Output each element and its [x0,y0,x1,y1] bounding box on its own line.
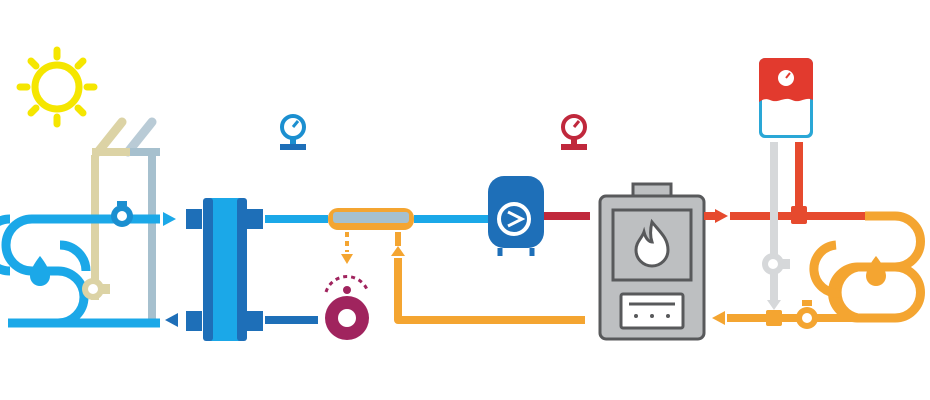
arrow-up [391,246,405,256]
gauge-icon [280,114,306,150]
hydraulic-separator [328,208,414,230]
solar-collector-icon [92,117,160,157]
pump-icon [762,253,790,275]
cold-water-coil [0,214,160,328]
hot-water-coil [809,211,925,323]
gauge-icon [561,114,587,150]
arrow-from-exchanger [165,313,178,327]
boiler [598,182,706,341]
arrow-down [341,254,353,264]
water-drop-icon [866,256,886,286]
tank-icon [759,58,813,138]
heat-exchanger-icon [186,198,263,341]
circulation-pump [324,275,370,340]
solar-pump [111,201,133,227]
water-drop-icon [30,256,50,286]
arrow-out [715,209,728,223]
flame-icon [634,218,670,268]
expansion-vessel-icon [488,176,544,256]
sun-icon [16,46,98,128]
pump-icon [82,278,110,300]
arrow-to-exchanger [163,212,176,226]
arrow-in [712,311,725,325]
pump-icon [796,300,818,329]
